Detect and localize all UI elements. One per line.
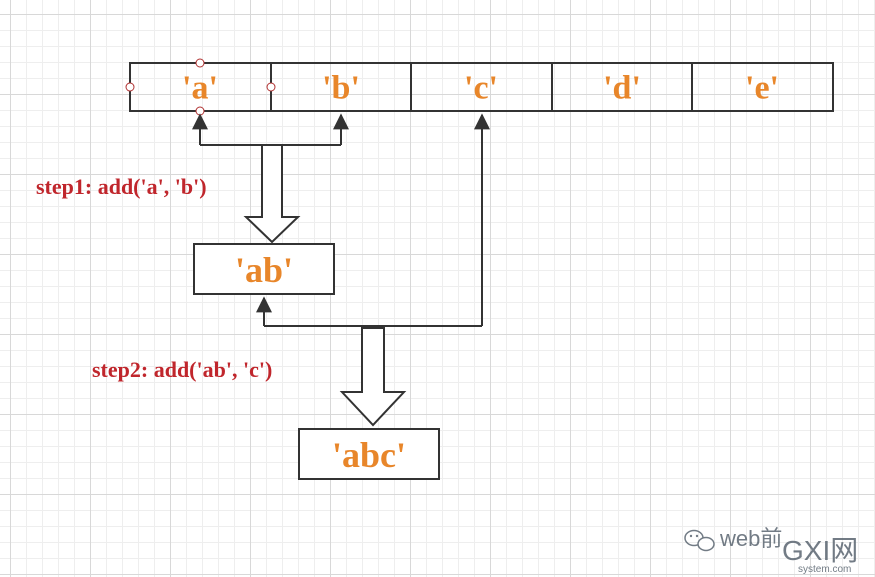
step1-result-label: 'ab' xyxy=(235,250,293,290)
watermark-logo-sub: system.com xyxy=(798,564,851,575)
cell-label: 'a' xyxy=(182,70,218,107)
array-cell: 'b' xyxy=(270,62,412,112)
cell-label: 'e' xyxy=(745,70,779,107)
array-row: 'a' 'b' 'c' 'd' 'e' xyxy=(129,62,834,112)
array-cell: 'a' xyxy=(129,62,272,112)
watermark-text: web前 xyxy=(719,526,782,551)
selection-handle[interactable] xyxy=(266,82,276,92)
cell-label: 'c' xyxy=(464,70,498,107)
wechat-icon xyxy=(684,529,715,552)
step2-result-label: 'abc' xyxy=(332,435,406,475)
selection-handle[interactable] xyxy=(125,82,135,92)
watermark-logo: GXI网 xyxy=(782,535,858,566)
array-cell: 'd' xyxy=(551,62,693,112)
step2-result-box: 'abc' xyxy=(298,428,440,480)
step1-down-arrow xyxy=(243,144,301,244)
step2-connectors xyxy=(256,113,490,327)
selection-handle[interactable] xyxy=(195,58,205,68)
cell-label: 'd' xyxy=(603,70,641,107)
selection-handle[interactable] xyxy=(195,106,205,116)
step1-connectors xyxy=(192,113,349,146)
array-cell: 'c' xyxy=(410,62,553,112)
cell-label: 'b' xyxy=(322,70,360,107)
step2-label: step2: add('ab', 'c') xyxy=(92,357,272,382)
array-cell: 'e' xyxy=(691,62,834,112)
step2-down-arrow xyxy=(339,327,407,427)
step1-label: step1: add('a', 'b') xyxy=(36,174,207,199)
step1-result-box: 'ab' xyxy=(193,243,335,295)
watermark: web前 GXI网 system.com xyxy=(684,526,858,575)
